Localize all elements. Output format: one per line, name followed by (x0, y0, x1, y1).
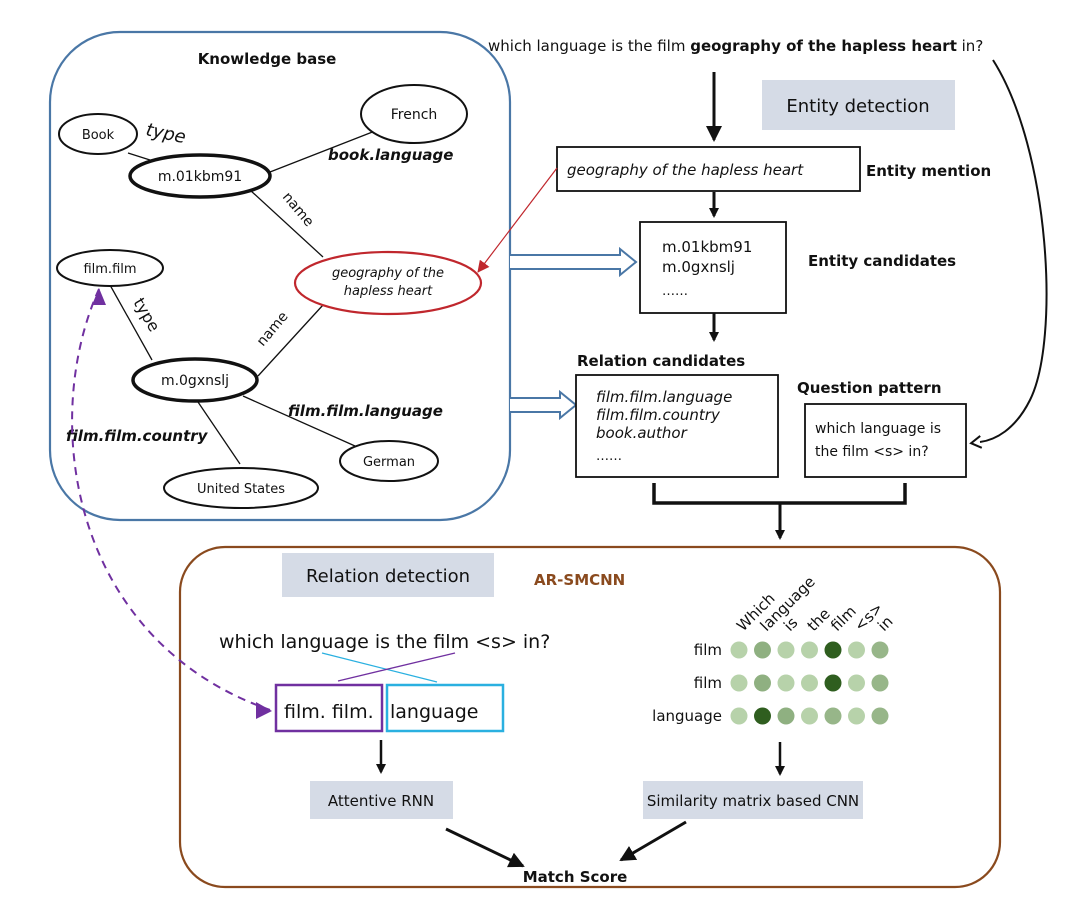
edge-filmfilm-m0gxnslj (109, 284, 153, 361)
attentive-rnn-label: Attentive RNN (328, 792, 434, 810)
relation-part-2: language (390, 701, 478, 723)
relation-candidates-box (575, 374, 779, 478)
matrix-cell (824, 674, 842, 692)
cnn-label: Similarity matrix based CNN (647, 792, 859, 810)
node-m01kbm91-label: m.01kbm91 (158, 169, 242, 185)
match-score-label: Match Score (523, 868, 628, 886)
node-book (58, 113, 138, 155)
relation-part-1: film. film. (284, 701, 374, 723)
edge-label-film-language: film.film.language (288, 402, 443, 420)
node-entity (293, 250, 483, 316)
node-book-label: Book (82, 128, 115, 143)
relation-candidate-item: book.author (596, 424, 688, 442)
entity-mention-label: Entity mention (866, 162, 991, 180)
matrix-row-label: film (694, 641, 722, 659)
model-name: AR-SMCNN (534, 571, 625, 589)
edge-book-m01kbm91 (127, 152, 151, 161)
arrow-rnn-to-score (445, 827, 525, 868)
matrix-cell (848, 641, 865, 659)
pattern-sentence: which language is the film <s> in? (219, 631, 550, 653)
matrix-cell (777, 641, 795, 659)
question-pattern-line: the film <s> in? (815, 444, 929, 460)
entity-mention-value: geography of the hapless heart (567, 161, 804, 179)
question-pattern-line: which language is (815, 421, 941, 437)
node-united-states (163, 467, 319, 509)
relation-candidate-item: …… (596, 449, 622, 464)
matrix-cell (777, 707, 795, 725)
edge-label-book-language: book.language (328, 146, 453, 164)
knowledge-base-title: Knowledge base (198, 50, 337, 68)
dashed-arrow-head-top (92, 288, 106, 305)
matrix-row-label: film (694, 674, 722, 692)
matrix-cell (871, 674, 889, 692)
relation-candidates-label: Relation candidates (577, 352, 745, 370)
matrix-cell (754, 707, 771, 725)
node-entity-label-line1: geography of the (332, 266, 444, 281)
entity-candidates-box (639, 221, 787, 314)
matrix-cell (824, 641, 842, 659)
edge-m0gxnslj-entity (257, 304, 324, 377)
attention-line-purple (337, 652, 456, 682)
matrix-cell (730, 674, 748, 692)
merge-bracket (652, 483, 907, 505)
dashed-arrow-path (71, 288, 271, 711)
edge-m01kbm91-entity (249, 189, 324, 258)
relation-detection-label: Relation detection (306, 566, 470, 587)
node-m0gxnslj-label: m.0gxnslj (161, 373, 229, 389)
relation-candidate-item: film.film.country (596, 406, 721, 424)
matrix-cell (871, 641, 889, 659)
dashed-arrow-head-bottom (256, 702, 272, 719)
relation-candidate-item: film.film.language (596, 388, 732, 406)
relation-part-box-cyan (385, 683, 505, 733)
node-german-label: German (363, 455, 415, 470)
matrix-cell (754, 674, 771, 692)
entity-candidate-item: m.0gxnslj (662, 258, 735, 276)
node-film-film-label: film.film (83, 262, 136, 277)
relation-detection-label-box (282, 553, 494, 597)
entity-candidate-item: m.01kbm91 (662, 238, 752, 256)
entity-mention-box (556, 146, 861, 192)
edge-m01kbm91-french (269, 130, 376, 173)
matrix-cell (801, 707, 818, 725)
relation-part-box-purple (274, 683, 384, 733)
matrix-row-label: language (652, 707, 722, 725)
question-pattern-label: Question pattern (797, 379, 942, 397)
kb-to-entity-candidates-arrow (510, 246, 638, 278)
edge-m0gxnslj-german (242, 395, 356, 447)
edge-m0gxnslj-us (197, 401, 241, 465)
entity-detection-label: Entity detection (786, 96, 929, 117)
arrow-question-to-pattern (969, 59, 1048, 449)
node-german (339, 440, 439, 482)
matrix-cell (848, 674, 865, 692)
entity-candidate-item: …… (662, 284, 688, 299)
node-m0gxnslj (131, 357, 259, 403)
matrix-cell (801, 674, 818, 692)
question-pattern-box (804, 403, 967, 478)
matrix-cell (871, 707, 889, 725)
matrix-cell (801, 641, 818, 659)
node-french (360, 84, 468, 144)
matrix-cell (730, 641, 748, 659)
node-m01kbm91 (128, 153, 272, 199)
matrix-cell (824, 707, 842, 725)
node-entity-label-line2: hapless heart (344, 284, 433, 299)
question-text: which language is the film geography of … (488, 37, 983, 55)
arrow-cnn-to-score (619, 820, 687, 862)
node-united-states-label: United States (197, 482, 285, 497)
matrix-cell (848, 707, 865, 725)
matrix-cell (754, 641, 771, 659)
matrix-cell (777, 674, 795, 692)
node-film-film (56, 249, 164, 287)
arrow-mention-to-kb-entity (477, 167, 558, 273)
entity-detection-label-box (762, 80, 955, 130)
attentive-rnn-box (310, 781, 453, 819)
matrix-cell (730, 707, 748, 725)
entity-candidates-label: Entity candidates (808, 252, 956, 270)
node-french-label: French (391, 107, 438, 123)
kb-to-relation-candidates-arrow (510, 389, 578, 421)
edge-label-film-country: film.film.country (66, 427, 209, 445)
cnn-box (643, 781, 863, 819)
attention-line-cyan (321, 652, 438, 683)
